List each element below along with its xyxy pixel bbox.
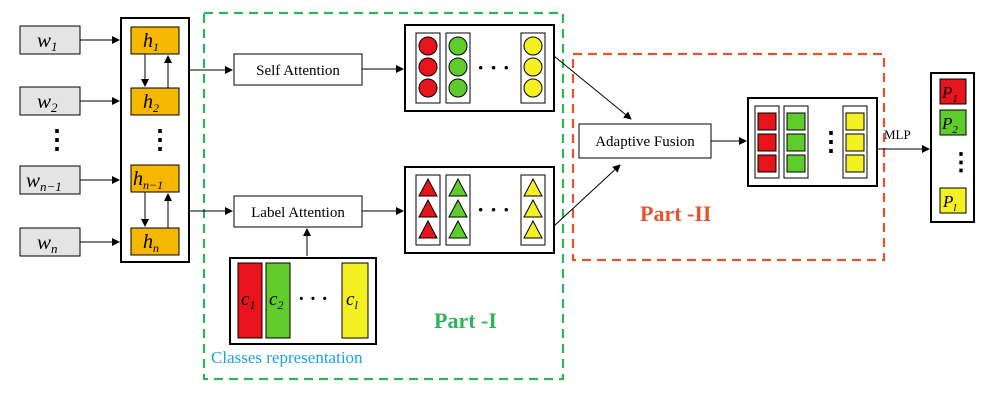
class-vector-2: c2 bbox=[265, 262, 291, 339]
bidirectional-arrows bbox=[141, 54, 172, 228]
part1-region bbox=[202, 11, 565, 381]
outputs-to-fusion-arrows bbox=[553, 55, 632, 227]
hidden-states-container bbox=[120, 17, 190, 263]
adaptive-fusion-label: Adaptive Fusion bbox=[595, 134, 695, 150]
label-attention-ellipsis: · · · bbox=[477, 197, 510, 222]
classes-representation-caption: Classes representation bbox=[211, 348, 363, 367]
circle-column-red bbox=[415, 32, 441, 104]
input-word-n: wn bbox=[19, 227, 81, 257]
output-prob-label: P2 bbox=[941, 114, 958, 136]
output-prob-label: P1 bbox=[941, 83, 958, 105]
class-vector-label: cl bbox=[346, 289, 358, 312]
output-prob-label: Pl bbox=[942, 192, 956, 214]
class-vector-label: c1 bbox=[241, 289, 255, 312]
self-attention-ellipsis: · · · bbox=[477, 55, 510, 80]
circle-column-yellow bbox=[520, 32, 546, 104]
hidden-state-label: h2 bbox=[143, 91, 159, 115]
output-prob-l: Pl bbox=[939, 187, 967, 214]
square-column-yellow bbox=[842, 105, 868, 179]
fused-ellipsis: ⋮ bbox=[818, 127, 844, 156]
square-column-red bbox=[754, 105, 780, 179]
mlp-label: MLP bbox=[884, 127, 911, 142]
self-attention-label: Self Attention bbox=[256, 63, 340, 79]
classes-ellipsis: · · · bbox=[298, 288, 328, 310]
part2-label: Part -II bbox=[640, 201, 711, 226]
label-attention-label: Label Attention bbox=[251, 205, 345, 221]
class-vector-l: cl bbox=[341, 262, 369, 339]
square-column-green bbox=[783, 105, 809, 179]
output-ellipsis: ⋮ bbox=[949, 150, 973, 176]
input-word-1: w1 bbox=[19, 25, 81, 55]
adaptive-fusion-box bbox=[578, 123, 712, 159]
output-prob-2: P2 bbox=[939, 109, 967, 136]
class-vector-1: c1 bbox=[237, 262, 263, 339]
input-word-label: wn−1 bbox=[26, 168, 62, 194]
triangle-column-yellow bbox=[520, 174, 546, 246]
triangle-column-green bbox=[445, 174, 471, 246]
hidden-to-attention-arrows bbox=[188, 66, 233, 215]
part2-region bbox=[571, 52, 886, 262]
input-word-label: wn bbox=[37, 230, 58, 256]
part1-label: Part -I bbox=[434, 308, 497, 333]
hidden-state-label: h1 bbox=[143, 30, 159, 54]
input-word-n-1: wn−1 bbox=[19, 165, 81, 195]
input-word-2: w2 bbox=[19, 86, 81, 116]
hidden-state-n-1: hn−1 bbox=[130, 164, 180, 193]
label-attention-box bbox=[233, 195, 363, 228]
triangle-column-red bbox=[415, 174, 441, 246]
hidden-state-label: hn bbox=[143, 231, 159, 255]
hidden-state-2: h2 bbox=[130, 87, 180, 116]
input-word-label: w2 bbox=[37, 89, 58, 115]
hidden-state-n: hn bbox=[130, 227, 180, 256]
input-word-label: w1 bbox=[37, 28, 58, 54]
class-vector-label: c2 bbox=[269, 289, 283, 312]
output-prob-1: P1 bbox=[939, 78, 967, 105]
self-attention-box bbox=[233, 53, 363, 86]
input-ellipsis: ⋮ bbox=[44, 125, 70, 154]
circle-column-green bbox=[445, 32, 471, 104]
input-arrows bbox=[80, 36, 120, 246]
hidden-ellipsis: ⋮ bbox=[147, 125, 173, 154]
hidden-state-1: h1 bbox=[130, 26, 180, 55]
hidden-state-label: hn−1 bbox=[133, 168, 163, 192]
